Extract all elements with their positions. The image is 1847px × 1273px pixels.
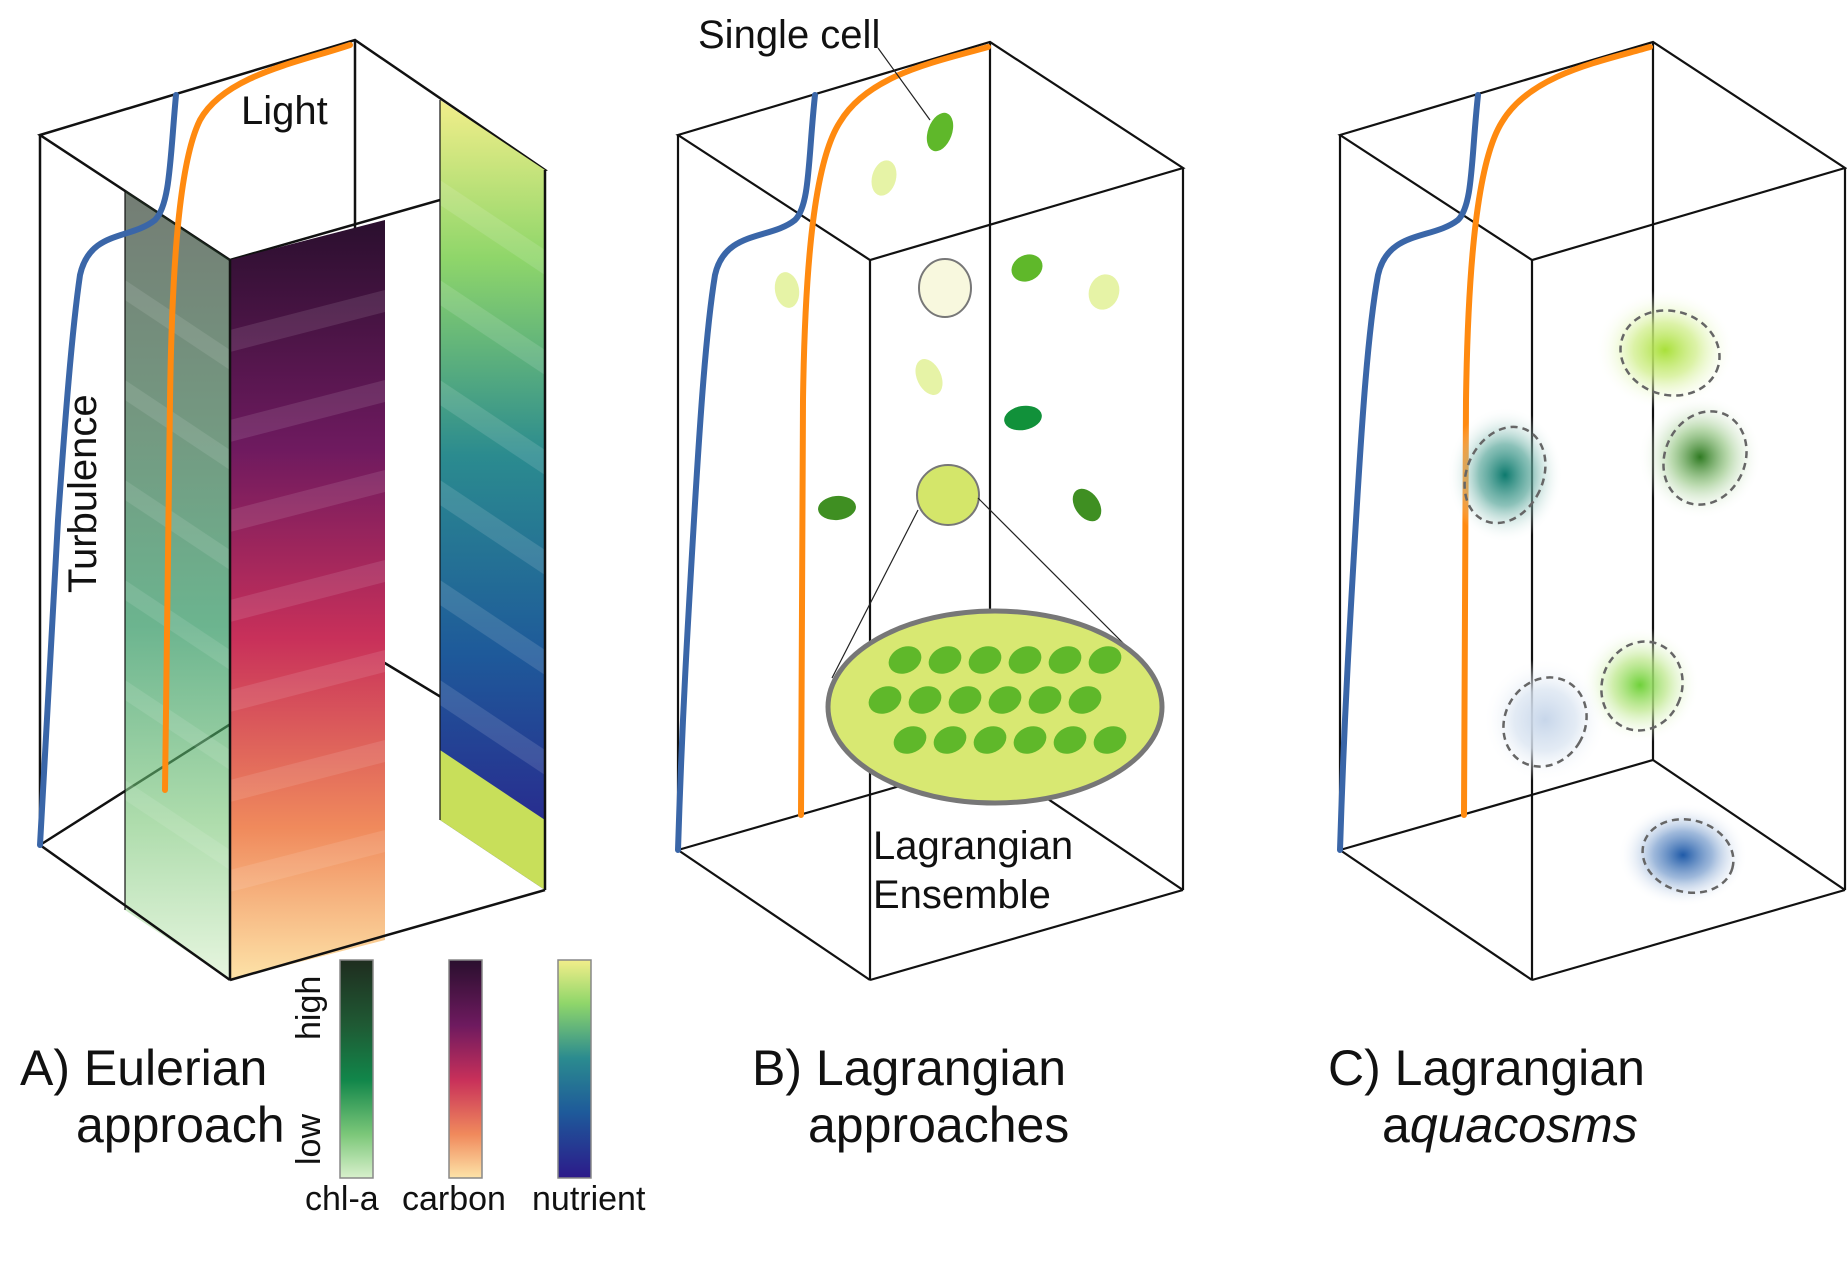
panel-a-title-line1: A) Eulerian <box>20 1040 268 1096</box>
panel-a-title-line2: approach <box>76 1097 285 1153</box>
cell <box>1004 405 1042 431</box>
ensemble-cell <box>948 686 982 714</box>
cell <box>774 272 800 308</box>
aquacosm <box>1447 407 1563 543</box>
panel-b-title-line1: B) Lagrangian <box>752 1040 1067 1096</box>
ensemble-cell <box>868 686 902 714</box>
ensemble-cell <box>928 646 962 674</box>
panel-lagrangian <box>675 40 1186 982</box>
nutrient-plane <box>440 100 545 890</box>
panel-c-title-line1: C) Lagrangian <box>1328 1040 1645 1096</box>
ensemble-cell <box>893 726 927 754</box>
ensemble-cell <box>1013 726 1047 754</box>
ensemble-cell <box>968 646 1002 674</box>
turbulence-label: Turbulence <box>61 394 105 593</box>
single-cell-label: Single cell <box>698 13 881 57</box>
cell <box>1088 274 1120 310</box>
zoom-lines <box>831 47 1141 679</box>
ensemble-cell <box>1053 726 1087 754</box>
panel-c-title-italic: quacosms <box>1409 1097 1638 1153</box>
turbulence-curve-b <box>675 92 818 853</box>
panel-c-title-prefix: a <box>1382 1097 1410 1153</box>
ensemble-cell <box>973 726 1007 754</box>
zoomed-ensemble-cell <box>916 464 980 526</box>
colorbar-name-chl-a: chl-a <box>305 1180 379 1218</box>
ensemble-label-line1: Lagrangian <box>873 824 1074 868</box>
ensemble-cell <box>933 726 967 754</box>
single-cells <box>774 112 1120 522</box>
aquacosm <box>1595 290 1735 410</box>
cell <box>818 495 856 521</box>
ensemble-cells <box>868 646 1127 754</box>
aquacosm-outlines <box>1463 309 1748 895</box>
ensemble-label-line2: Ensemble <box>873 873 1051 917</box>
box-c-edges <box>1337 40 1847 982</box>
ensemble-cell <box>888 646 922 674</box>
aquacosm <box>1483 658 1607 782</box>
carbon-plane <box>230 220 385 980</box>
turbulence-curve-a <box>37 92 179 848</box>
colorbar-carbon <box>448 959 483 1179</box>
cell <box>871 160 897 196</box>
colorbar-high-label: high <box>290 975 328 1040</box>
ensemble-cell <box>908 686 942 714</box>
cell <box>1011 254 1043 282</box>
light-curve-c <box>1461 44 1653 818</box>
ensemble-cell <box>1028 686 1062 714</box>
box-a-near-edges <box>39 100 547 982</box>
light-curve-a <box>162 42 353 793</box>
colorbar-nutrient <box>557 959 592 1179</box>
aquacosm <box>1618 803 1748 907</box>
panel-b-title-line2: approaches <box>808 1097 1070 1153</box>
panel-eulerian <box>37 38 548 982</box>
cell <box>1072 488 1102 522</box>
colorbar-name-carbon: carbon <box>402 1180 506 1218</box>
light-label: Light <box>241 89 328 133</box>
colorbar-low-label: low <box>290 1113 328 1165</box>
turbulence-curve-c <box>1337 92 1481 853</box>
ensemble-cell <box>1068 686 1102 714</box>
panel-c-title-line2: aquacosms <box>1382 1097 1638 1153</box>
ensemble-cell <box>1088 646 1122 674</box>
ensemble-cell <box>1048 646 1082 674</box>
colorbar-name-nutrient: nutrient <box>532 1180 646 1218</box>
chl-plane <box>125 190 230 980</box>
ensemble-cell <box>988 686 1022 714</box>
colorbars <box>339 959 592 1179</box>
panel-aquacosms <box>1337 40 1847 982</box>
ensemble-cell <box>1093 726 1127 754</box>
ensemble-cell <box>1008 646 1042 674</box>
pale-ensemble-cell <box>918 258 972 318</box>
cell <box>915 359 943 395</box>
colorbar-chl-a <box>339 959 374 1179</box>
cell <box>926 112 954 152</box>
light-curve-b <box>798 44 991 818</box>
aquacosm-blobs <box>1447 290 1762 907</box>
